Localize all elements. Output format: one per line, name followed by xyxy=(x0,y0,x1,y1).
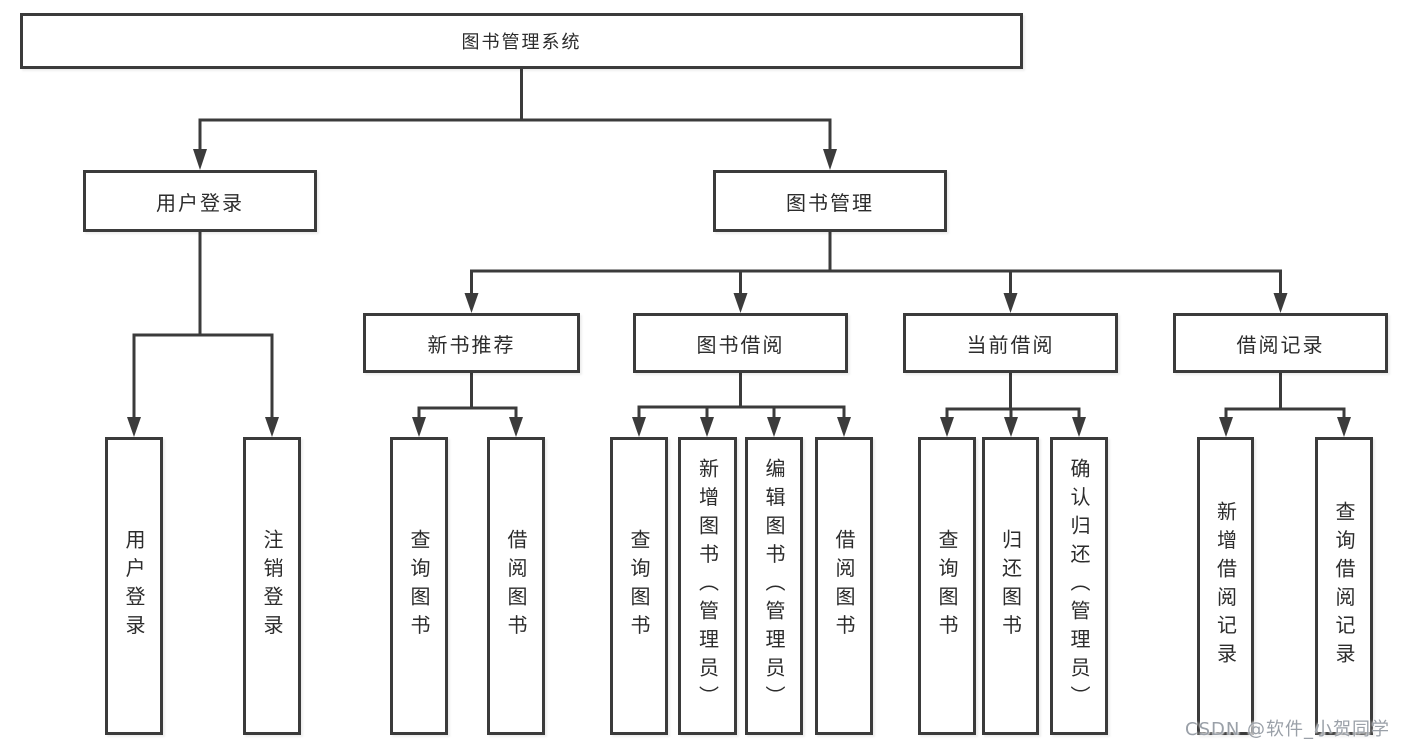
leaf-current-return-books: 归还图书 xyxy=(982,437,1039,735)
leaf-records-query: 查询借阅记录 xyxy=(1315,437,1373,735)
edge-records-to-leaves xyxy=(1219,373,1351,437)
leaf-current-query-books: 查询图书 xyxy=(918,437,976,735)
leaf-borrow-add-books-admin: 新增图书（管理员） xyxy=(678,437,737,735)
leaf-logout: 注销登录 xyxy=(243,437,301,735)
node-borrow-records: 借阅记录 xyxy=(1173,313,1388,373)
leaf-records-add: 新增借阅记录 xyxy=(1197,437,1254,735)
node-root: 图书管理系统 xyxy=(20,13,1023,69)
leaf-rec-borrow-books: 借阅图书 xyxy=(487,437,545,735)
leaf-current-confirm-return-admin: 确认归还（管理员） xyxy=(1050,437,1108,735)
leaf-borrow-edit-books-admin: 编辑图书（管理员） xyxy=(745,437,803,735)
node-current-borrowing: 当前借阅 xyxy=(903,313,1118,373)
edge-mgmt-to-level3 xyxy=(464,232,1288,313)
edge-root-to-level2 xyxy=(193,69,837,170)
leaf-borrow-query-books: 查询图书 xyxy=(610,437,668,735)
leaf-borrow-borrow-books: 借阅图书 xyxy=(815,437,873,735)
leaf-user-login: 用户登录 xyxy=(105,437,163,735)
edge-current-to-leaves xyxy=(940,373,1086,437)
edge-login-to-leaves xyxy=(127,232,279,437)
node-user-login: 用户登录 xyxy=(83,170,317,232)
edge-rec-to-leaves xyxy=(412,373,523,437)
node-book-management: 图书管理 xyxy=(713,170,947,232)
node-book-borrowing: 图书借阅 xyxy=(633,313,848,373)
csdn-watermark: CSDN @软件_小贺同学 xyxy=(1185,719,1391,740)
node-new-book-recommend: 新书推荐 xyxy=(363,313,580,373)
leaf-rec-query-books: 查询图书 xyxy=(390,437,448,735)
edge-borrow-to-leaves xyxy=(632,373,851,437)
